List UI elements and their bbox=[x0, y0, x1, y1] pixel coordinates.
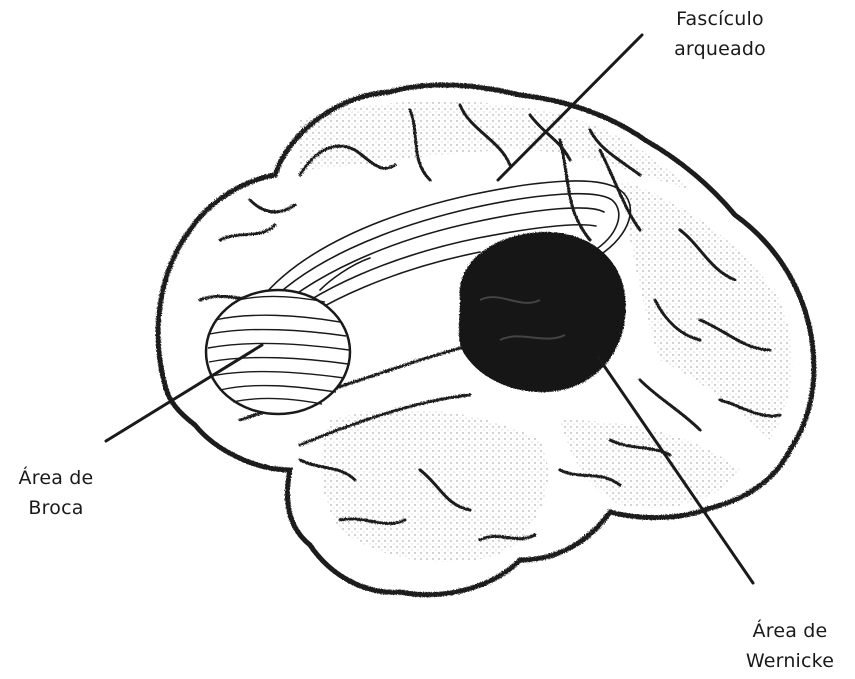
label-broca-line2: Broca bbox=[0, 493, 112, 523]
label-fasciculo-arqueado: Fascículo arqueado bbox=[650, 4, 790, 64]
label-fasciculo-line2: arqueado bbox=[650, 34, 790, 64]
label-area-de-broca: Área de Broca bbox=[0, 463, 112, 523]
label-wernicke-line2: Wernicke bbox=[725, 646, 855, 676]
label-wernicke-line1: Área de bbox=[725, 616, 855, 646]
broca-area bbox=[206, 290, 350, 414]
label-broca-line1: Área de bbox=[0, 463, 112, 493]
label-fasciculo-line1: Fascículo bbox=[650, 4, 790, 34]
wernicke-area bbox=[459, 232, 626, 392]
label-area-de-wernicke: Área de Wernicke bbox=[725, 616, 855, 676]
